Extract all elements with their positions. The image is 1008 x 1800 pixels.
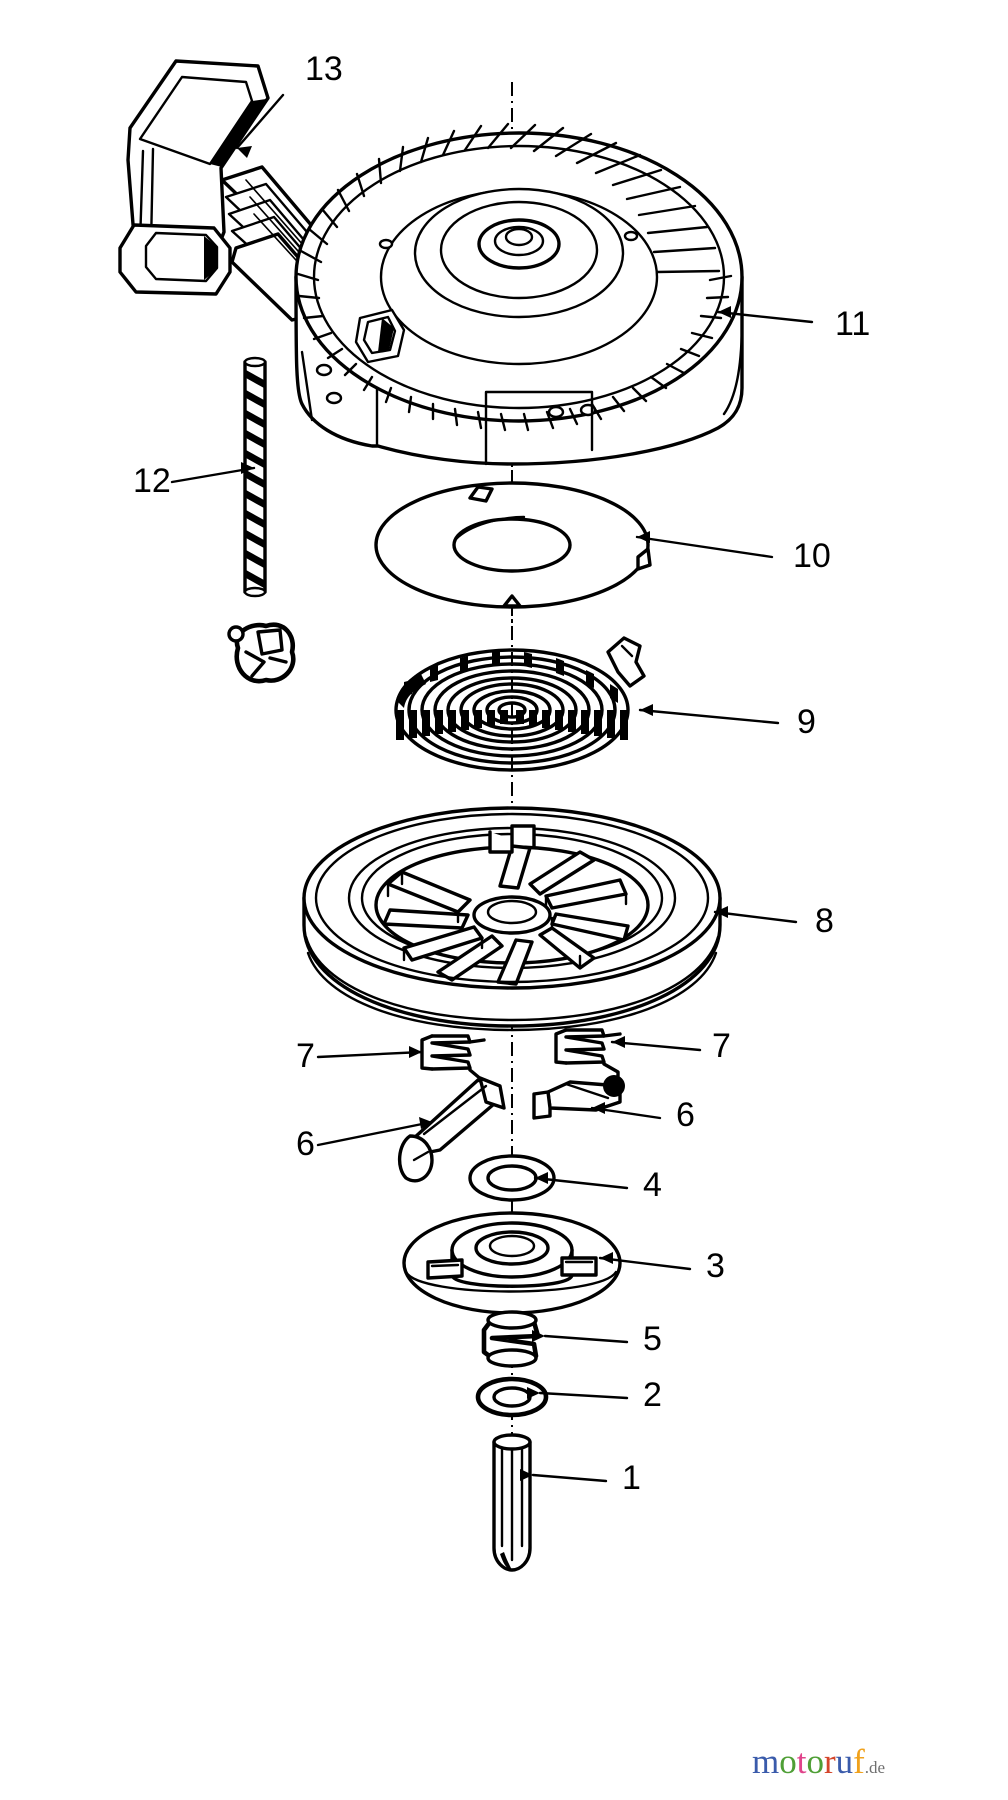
recoil-spring-ribbon [396,650,628,740]
motoruf-watermark: motoruf.de [752,1742,885,1782]
watermark-letter-o1: o [779,1742,797,1781]
callout-7-left: 7 [296,1037,315,1075]
pawl-left [398,1076,506,1183]
callout-10: 10 [793,537,831,575]
recoil-spring-part [394,636,646,772]
watermark-letter-t: t [796,1742,807,1781]
callout-2: 2 [643,1376,662,1414]
starter-shaft-pin-part [492,1433,532,1572]
callout-9: 9 [797,703,816,741]
housing-cooling-slots [296,122,733,432]
leader-lines [170,93,814,1483]
brake-hub-plate-part [402,1211,622,1315]
watermark-letter-o2: o [806,1742,824,1781]
pawl-right [532,1075,625,1120]
callout-13: 13 [305,50,343,88]
watermark-letter-u: u [835,1742,854,1781]
callout-1: 1 [622,1459,641,1497]
starter-housing-part [294,122,744,466]
callout-6-right: 6 [676,1096,695,1134]
callout-7-right: 7 [712,1027,731,1065]
callout-5: 5 [643,1320,662,1358]
rope-pulley-part [302,806,722,1032]
pulley-fan-blades [382,844,630,986]
pawl-spring-right [554,1028,622,1092]
rope-braid-pattern [246,370,264,588]
spring-washer-part [481,1310,541,1368]
flat-washer-part [475,1376,549,1418]
rope-knot [227,622,296,684]
starter-rope-part [227,356,296,684]
callout-6-left: 6 [296,1125,315,1163]
friction-washer-plate-part [374,481,652,609]
callout-3: 3 [706,1247,725,1285]
watermark-tld: .de [864,1758,886,1777]
callout-numbers: 13 11 12 10 9 8 7 7 6 6 4 3 5 2 1 [133,50,870,1497]
watermark-letter-f: f [853,1742,865,1781]
callout-8: 8 [815,902,834,940]
leader-arrowheads [237,146,731,1481]
callout-12: 12 [133,462,171,500]
watermark-letter-m: m [752,1742,780,1781]
watermark-letter-r: r [823,1742,836,1781]
callout-11: 11 [835,305,870,343]
callout-4: 4 [643,1166,662,1204]
